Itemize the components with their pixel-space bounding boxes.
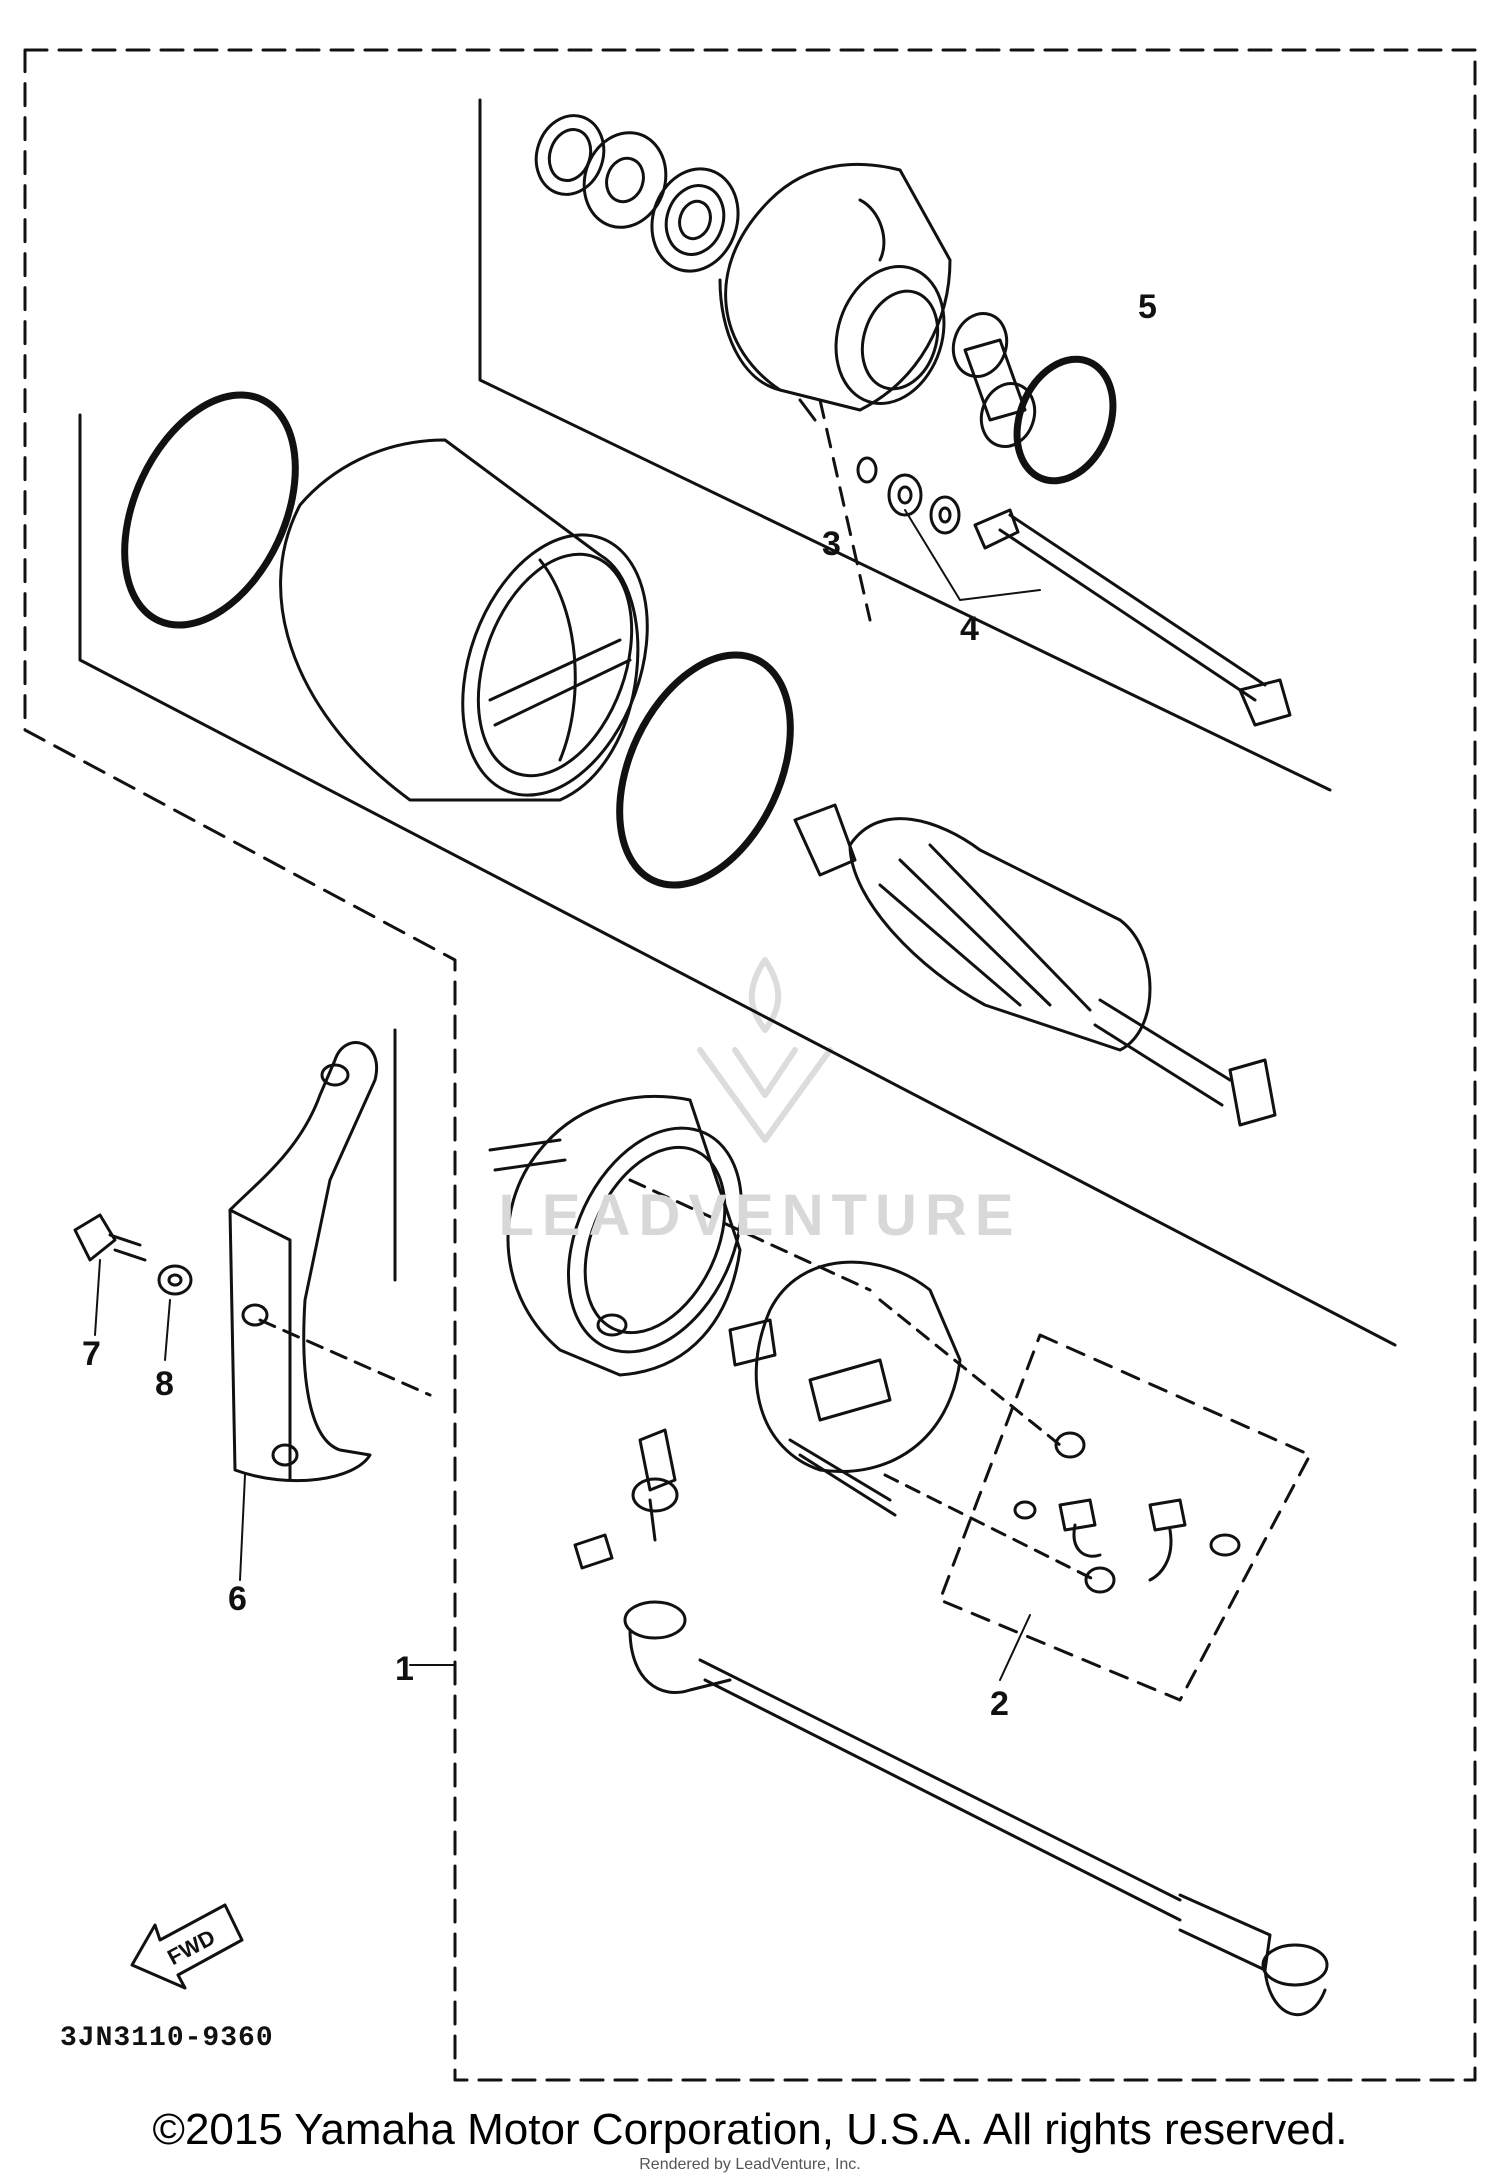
callout-6: 6 <box>228 1580 247 1618</box>
leader-7 <box>94 1259 101 1336</box>
lead-wire <box>623 1600 1329 2017</box>
front-cover-bracket <box>478 98 1332 792</box>
copyright-notice: ©2015 Yamaha Motor Corporation, U.S.A. A… <box>152 2105 1348 2154</box>
fwd-label: FWD <box>163 1924 219 1970</box>
yoke-bracket <box>78 413 1397 1347</box>
terminal-bolt <box>573 1428 679 1570</box>
washer-set <box>887 473 961 535</box>
guide-line-brush <box>878 1298 1097 1582</box>
armature <box>793 803 1277 1127</box>
through-bolt <box>973 508 1292 727</box>
callout-4: 4 <box>960 610 979 648</box>
front-cover <box>718 162 952 422</box>
o-ring-small <box>856 456 878 484</box>
guide-line-rear <box>628 1178 872 1292</box>
o-ring-front <box>1013 355 1117 485</box>
bearing <box>650 167 740 273</box>
callout-1: 1 <box>395 1650 414 1688</box>
nut-8 <box>157 1264 193 1296</box>
brush-kit-parts <box>1013 1431 1241 1594</box>
yoke-housing <box>279 438 649 802</box>
watermark-logo <box>697 957 833 1143</box>
rendered-by-note: Rendered by LeadVenture, Inc. <box>639 2156 861 2173</box>
guide-line-bracket <box>258 1318 432 1397</box>
guide-line-cover <box>818 398 872 622</box>
brush-kit-outline <box>938 1333 1312 1702</box>
fwd-arrow-icon <box>130 1903 244 1990</box>
o-ring-large-left <box>121 391 299 629</box>
leader-2 <box>999 1614 1031 1681</box>
assembly-outline <box>23 48 1477 2082</box>
brush-holder <box>728 1260 962 1517</box>
o-ring-large-right <box>616 651 794 889</box>
watermark-text: LEADVENTURE <box>498 1183 1021 1248</box>
diagram-code: 3JN3110-9360 <box>60 2023 274 2054</box>
rear-cover <box>488 1095 744 1377</box>
mounting-bracket <box>228 1041 379 1483</box>
callout-3: 3 <box>822 525 841 563</box>
callout-5: 5 <box>1138 288 1157 326</box>
callout-2: 2 <box>990 1685 1009 1723</box>
oil-seal <box>534 114 606 196</box>
leader-4 <box>904 509 1041 601</box>
leader-8 <box>164 1299 171 1361</box>
callout-7: 7 <box>82 1335 101 1373</box>
leader-6 <box>239 1474 246 1581</box>
bush <box>951 312 1037 448</box>
callout-8: 8 <box>155 1365 174 1403</box>
bolt-7 <box>73 1213 147 1262</box>
